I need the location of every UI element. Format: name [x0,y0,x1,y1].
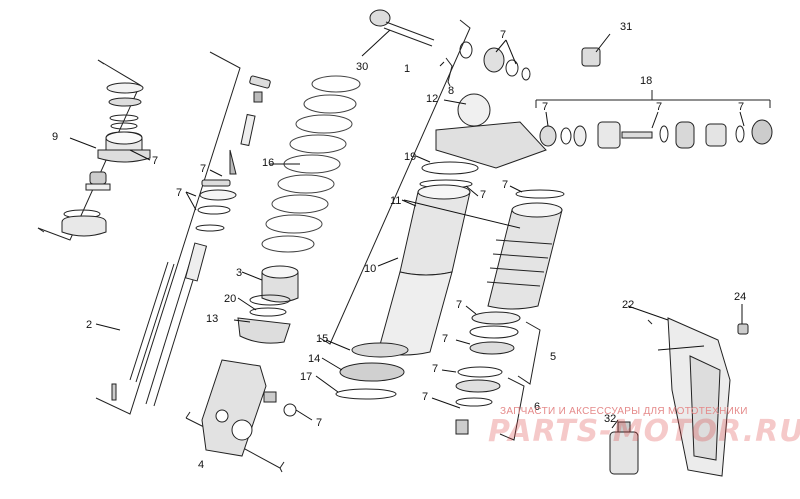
callout-9: 9 [52,131,59,143]
part-19-ring [419,161,479,189]
callout-5: 5 [550,351,557,363]
callout-7: 7 [480,189,487,201]
watermark-caption: ЗАПЧАСТИ И АКСЕССУАРЫ ДЛЯ МОТОТЕХНИКИ [500,406,748,417]
group-1-bracket [319,19,471,345]
part-20-washer [249,307,287,317]
callout-31: 31 [620,21,633,33]
group-4-bracket [185,411,285,473]
part-14-nut [339,362,405,382]
callout-16: 16 [262,157,275,169]
callout-32: 32 [604,413,617,425]
callout-30: 30 [356,61,369,73]
part-rods [111,75,271,407]
callout-2: 2 [86,319,93,331]
callout-7: 7 [200,163,207,175]
callout-15: 15 [316,333,329,345]
part-10-cylinder [377,271,453,356]
callout-8: 8 [448,85,455,97]
part-bearing-stack [61,82,151,237]
part-32-bottle [609,421,639,475]
part-12-head [435,93,547,169]
callout-18: 18 [640,75,653,87]
callout-19: 19 [404,151,417,163]
group-5-bracket [517,321,541,385]
callout-14: 14 [308,353,321,365]
callout-7: 7 [316,417,323,429]
part-3-spring-seat [249,265,299,306]
callout-7: 7 [542,101,549,113]
part-22-mudguard [667,317,731,477]
callout-11: 11 [390,195,402,207]
part-8-bushing-kit [445,41,531,87]
callout-7: 7 [152,155,159,167]
callout-13: 13 [206,313,219,325]
part-18-parts [539,119,773,149]
part-13-cup [237,317,291,344]
callout-24: 24 [734,291,747,303]
part-ring-7f [515,189,565,199]
callout-1: 1 [404,63,411,75]
part-15-ring [351,342,409,358]
part-11-body [399,184,471,276]
group-2-bracket [95,51,241,415]
part-17-clip [335,388,397,400]
part-31-nut [581,47,601,67]
callout-7: 7 [432,363,439,375]
callout-17: 17 [300,371,313,383]
callout-7: 7 [656,101,663,113]
part-24-screw [737,323,749,335]
part-bellows [486,202,563,310]
callout-7: 7 [502,179,509,191]
callout-20: 20 [224,293,237,305]
callout-3: 3 [236,267,243,279]
callout-7: 7 [738,101,745,113]
group-9-bracket [37,59,141,241]
part-30-bolt [369,9,435,47]
group-18-bracket [535,90,771,108]
callout-12: 12 [426,93,439,105]
leader-lines [69,29,745,429]
callout-7: 7 [500,29,507,41]
callout-6: 6 [534,401,541,413]
group-22-bracket [647,319,653,325]
callout-10: 10 [364,263,377,275]
callout-4: 4 [198,459,205,471]
callout-22: 22 [622,299,635,311]
watermark-logo: PARTS-MOTOR.RU [488,414,800,449]
callout-7: 7 [176,187,183,199]
group-6-bracket [499,377,525,441]
part-seal-stack-5 [469,311,521,355]
part-seal-stack-6 [455,366,503,435]
callout-7: 7 [442,333,449,345]
callout-7: 7 [422,391,429,403]
callout-7: 7 [456,299,463,311]
part-4-clevis [201,359,297,457]
